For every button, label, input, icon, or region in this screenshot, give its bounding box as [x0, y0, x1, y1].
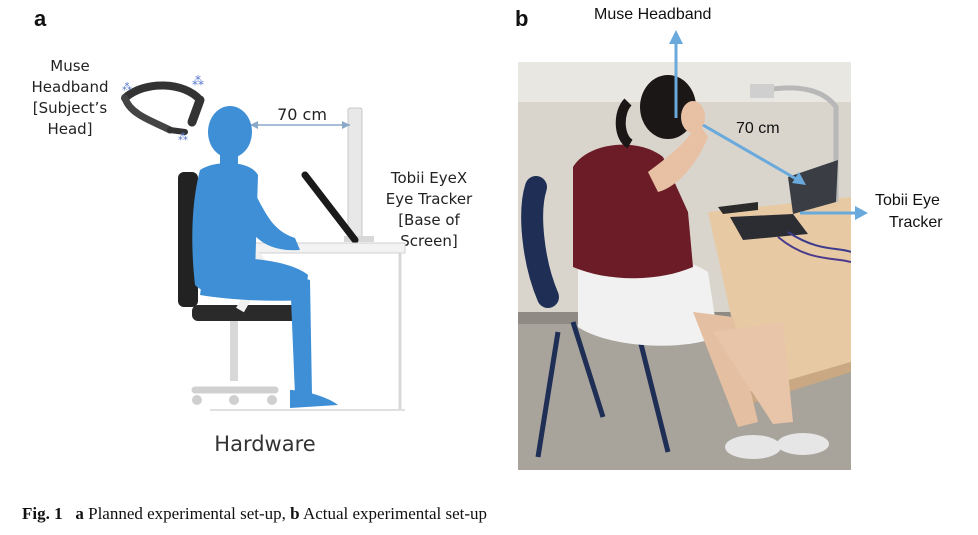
actual-setup-photo-drawing	[518, 62, 851, 470]
actual-setup-photo	[518, 62, 851, 470]
tracker-label-a: Tobii EyeX Eye Tracker [Base of Screen]	[364, 168, 494, 252]
distance-arrow-a	[250, 121, 350, 129]
eye-tracker-bar-icon	[301, 171, 359, 244]
tracker-label-line-1: Tobii EyeX	[390, 169, 468, 187]
seated-human-figure	[192, 106, 338, 408]
tracker-label-line-3: [Base of	[398, 211, 460, 229]
caption-fig-number: Fig. 1	[22, 504, 63, 523]
headband-label: Muse Headband [Subject’s Head]	[20, 56, 120, 140]
hardware-label: Hardware	[214, 432, 316, 456]
tracker-label-b: Tobii Eye Tracker	[875, 190, 975, 234]
tracker-label-b-line-2: Tracker	[889, 214, 943, 231]
caption-a-text: Planned experimental set-up,	[83, 504, 291, 523]
planned-setup-illustration: ⁂ ⁂ ⁂	[121, 74, 406, 411]
muse-headband-icon: ⁂ ⁂ ⁂	[121, 74, 205, 143]
caption-a-letter: a	[75, 504, 84, 523]
tracker-label-b-line-1: Tobii Eye	[875, 192, 940, 209]
distance-label-b: 70 cm	[736, 120, 780, 137]
panel-b-letter: b	[515, 6, 529, 31]
monitor-icon	[344, 107, 374, 242]
distance-label-a: 70 cm	[277, 105, 327, 124]
caption-b-letter: b	[290, 504, 300, 523]
svg-text:⁂: ⁂	[122, 81, 132, 93]
headband-label-line-3: [Subject’s	[32, 99, 108, 117]
headband-label-line-4: Head]	[47, 120, 93, 138]
panel-a-letter: a	[34, 6, 47, 31]
headband-label-b: Muse Headband	[594, 6, 712, 23]
caption-b-text: Actual experimental set-up	[299, 504, 488, 523]
svg-text:⁂: ⁂	[178, 131, 188, 143]
headband-label-line-1: Muse	[50, 57, 90, 75]
figure-caption: Fig. 1 a Planned experimental set-up, b …	[22, 504, 487, 524]
tracker-label-line-4: Screen]	[400, 232, 458, 250]
svg-text:⁂: ⁂	[192, 74, 204, 88]
headband-label-line-2: Headband	[31, 78, 109, 96]
tracker-label-line-2: Eye Tracker	[385, 190, 473, 208]
